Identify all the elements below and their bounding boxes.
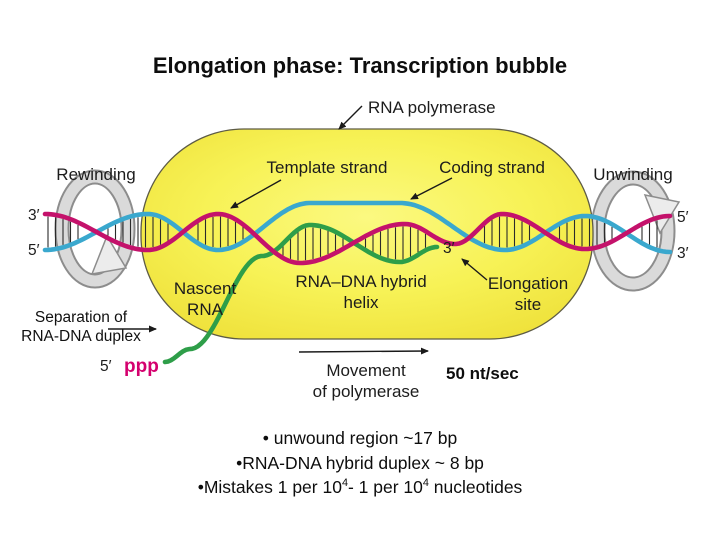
bullet-list: • unwound region ~17 bp •RNA-DNA hybrid … <box>0 426 720 500</box>
unwinding-label: Unwinding <box>593 165 672 184</box>
bullet-unwound-region: • unwound region ~17 bp <box>262 428 458 448</box>
bullet-hybrid-duplex: •RNA-DNA hybrid duplex ~ 8 bp <box>236 452 484 473</box>
unwinding-rotation-arrow-icon <box>590 170 681 292</box>
rna-polymerase-label: RNA polymerase <box>368 98 496 117</box>
hybrid-helix-label-line2: helix <box>344 293 379 312</box>
base-pair-rungs <box>47 216 658 261</box>
separation-label-line1: Separation of <box>35 309 128 326</box>
bullet-mistakes-text-b: - 1 per 10 <box>347 477 423 497</box>
nascent-rna-label-line2: RNA <box>187 300 224 319</box>
left-bottom-5prime-label: 5′ <box>28 242 40 259</box>
page-title: Elongation phase: Transcription bubble <box>152 53 568 78</box>
rna-3prime-label: 3′ <box>443 240 455 257</box>
template-strand-pointer <box>230 179 282 209</box>
rate-label: 50 nt/sec <box>446 364 519 383</box>
bullet-mistakes-text-c: nucleotides <box>428 477 523 497</box>
coding-strand-pointer <box>410 177 453 200</box>
transcription-bubble-diagram: RNA polymerase Template strand Coding st… <box>21 98 689 401</box>
rewinding-label: Rewinding <box>56 165 135 184</box>
rna-polymerase-pointer <box>338 105 363 130</box>
ppp-label: ppp <box>124 356 159 377</box>
bullet-mistakes: •Mistakes 1 per 104- 1 per 104 nucleotid… <box>0 475 720 500</box>
separation-label-line2: RNA-DNA duplex <box>21 328 141 345</box>
movement-arrow <box>298 347 429 355</box>
hybrid-helix-label-line1: RNA–DNA hybrid <box>295 272 426 291</box>
movement-label-line1: Movement <box>326 361 406 380</box>
movement-label-line2: of polymerase <box>313 382 420 401</box>
elongation-site-label-line2: site <box>515 295 541 314</box>
elongation-site-label-line1: Elongation <box>488 274 568 293</box>
coding-strand-path <box>42 200 673 255</box>
rna-5prime-label: 5′ <box>100 358 112 375</box>
elongation-site-pointer <box>461 258 488 281</box>
right-bottom-3prime-label: 3′ <box>677 245 689 262</box>
bullet-mistakes-sup1: 4 <box>341 477 348 490</box>
nascent-rna-label-line1: Nascent <box>174 279 237 298</box>
template-strand-label: Template strand <box>267 158 388 177</box>
bullet-mistakes-sup2: 4 <box>422 477 429 490</box>
nascent-rna-path <box>162 222 440 365</box>
left-top-3prime-label: 3′ <box>28 207 40 224</box>
bullet-mistakes-text-a: •Mistakes 1 per 10 <box>197 477 342 497</box>
template-strand-path <box>42 211 673 266</box>
right-top-5prime-label: 5′ <box>677 209 689 226</box>
coding-strand-label: Coding strand <box>439 158 545 177</box>
rewinding-rotation-arrow-icon <box>54 169 136 289</box>
